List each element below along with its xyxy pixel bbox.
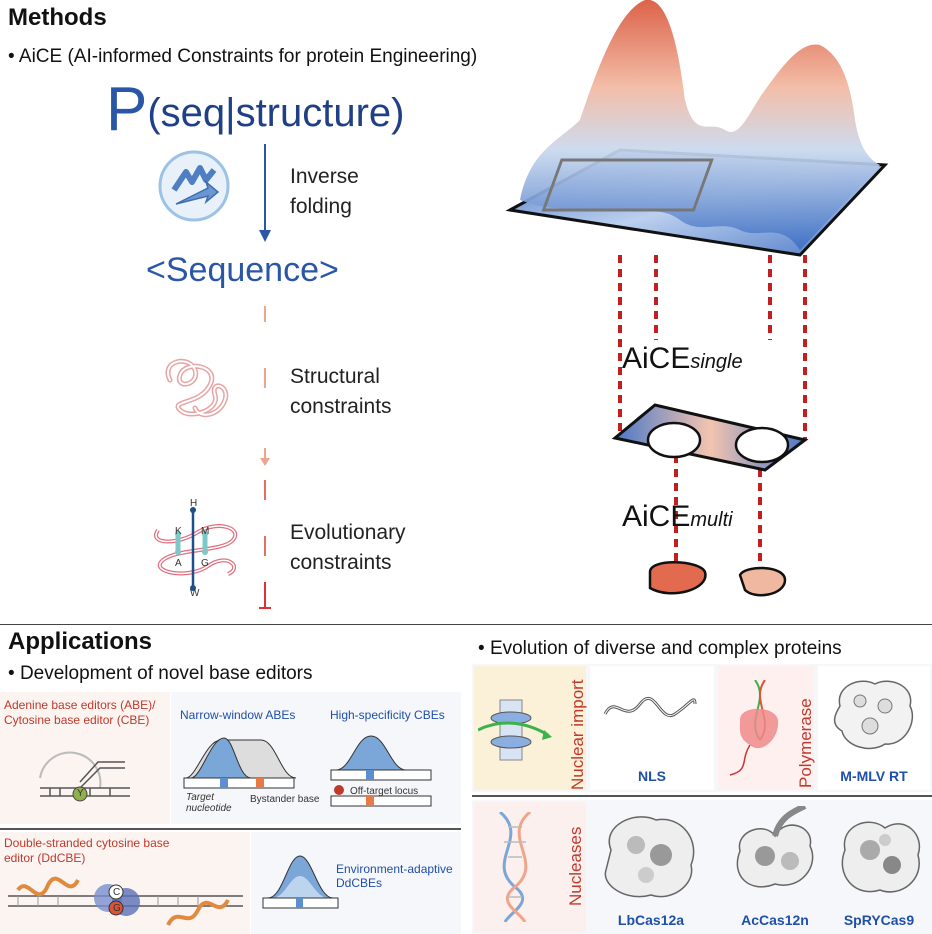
editing-window-plots [183,735,432,807]
target-nucleotide-label: Target nucleotide [186,792,232,814]
nuclear-pore-icon [478,699,552,761]
section-divider [0,624,932,625]
constraint-guide-line [259,306,271,609]
nls-structure-icon [603,696,697,718]
right-panel-divider [472,795,932,797]
lbcas12a-structure-icon [604,816,695,898]
applications-bullet-left: • Development of novel base editors [8,663,313,685]
off-target-label: Off-target locus [350,786,419,797]
formula: P(seq|structure) [106,74,405,145]
evolutionary-line2: constraints [290,551,392,574]
inverse-folding-arrow-icon [259,144,271,242]
residue-w: W [190,588,200,599]
dna-helix-icon [499,812,531,922]
nls-label: NLS [638,768,666,784]
residue-h: H [190,498,198,509]
structural-line1: Structural [290,365,380,388]
nucleases-label: Nucleases [566,826,585,906]
abe-cbe-title: Adenine base editors (ABE)/ Cytosine bas… [4,698,156,727]
evolutionary-label: Evolutionary constraints [290,518,406,578]
aice-multi-base: AiCE [622,500,691,533]
lbcas12a-label: LbCas12a [617,912,685,928]
evolutionary-line1: Evolutionary [290,521,406,544]
aice-single-base: AiCE [622,342,691,375]
nuclear-import-label: Nuclear import [568,679,587,790]
accas12n-structure-icon [736,806,814,888]
bullet-dot-icon: • [8,46,15,67]
evolutionary-coupling-icon [154,507,238,591]
formula-rest: (seq|structure) [147,91,405,135]
bullet-dot-icon: • [478,638,485,659]
ddcbe-panel [0,832,250,934]
applications-title: Applications [8,628,153,655]
residue-m: M [201,526,210,537]
y-letter: Y [77,788,84,799]
mmlv-structure-icon [833,680,914,750]
ddcbe-illustration [8,876,243,927]
structural-coil-icon [165,358,229,418]
protein-structure-icon [158,150,230,222]
base-editor-dna-icon [39,751,130,802]
aice-single-label: AiCEsingle [622,342,743,376]
polymerase-label: Polymerase [796,698,815,788]
inverse-folding-label: Inverse folding [290,162,359,222]
bullet-left-text: Development of novel base editors [19,663,313,684]
applications-bullet-right: • Evolution of diverse and complex prote… [478,638,842,660]
fitness-landscape-illustration [505,0,889,597]
aice-multi-label: AiCEmulti [622,500,733,534]
high-spec-label: High-specificity CBEs [330,708,445,722]
bullet-dot-icon: • [8,663,15,684]
c-letter: C [113,887,121,898]
g-letter: G [113,903,121,914]
nls-cell [590,666,714,790]
residue-k: K [175,526,182,537]
bystander-label: Bystander base [250,794,320,805]
left-panel-divider [0,828,461,830]
narrow-window-label: Narrow-window ABEs [180,708,296,722]
ddcbe-title: Double-stranded cytosine base editor (Dd… [4,836,170,865]
sequence-label: <Sequence> [146,251,339,289]
accas12n-label: AcCas12n [741,912,809,928]
methods-bullet: • AiCE (AI-informed Constraints for prot… [8,46,477,68]
structural-line2: constraints [290,395,392,418]
residue-g: G [201,558,209,569]
abe-cbe-panel [0,692,170,824]
env-adaptive-plot [262,855,339,909]
residue-a: A [175,558,182,569]
methods-bullet-text: AiCE (AI-informed Constraints for protei… [18,46,478,67]
structural-label: Structural constraints [290,362,392,422]
sprycas9-label: SpRYCas9 [843,912,915,928]
env-adaptive-label: Environment-adaptive DdCBEs [336,862,453,890]
aice-single-sub: single [690,351,743,373]
bullet-right-text: Evolution of diverse and complex protein… [489,638,842,659]
inverse-folding-line2: folding [290,195,352,218]
inverse-folding-line1: Inverse [290,165,359,188]
methods-title: Methods [8,4,107,31]
nucleases-cell [474,802,586,932]
sprycas9-structure-icon [841,821,921,893]
polymerase-icon [730,680,779,776]
formula-p: P [106,75,148,144]
mmlv-label: M-MLV RT [840,768,908,784]
aice-multi-sub: multi [690,509,733,531]
